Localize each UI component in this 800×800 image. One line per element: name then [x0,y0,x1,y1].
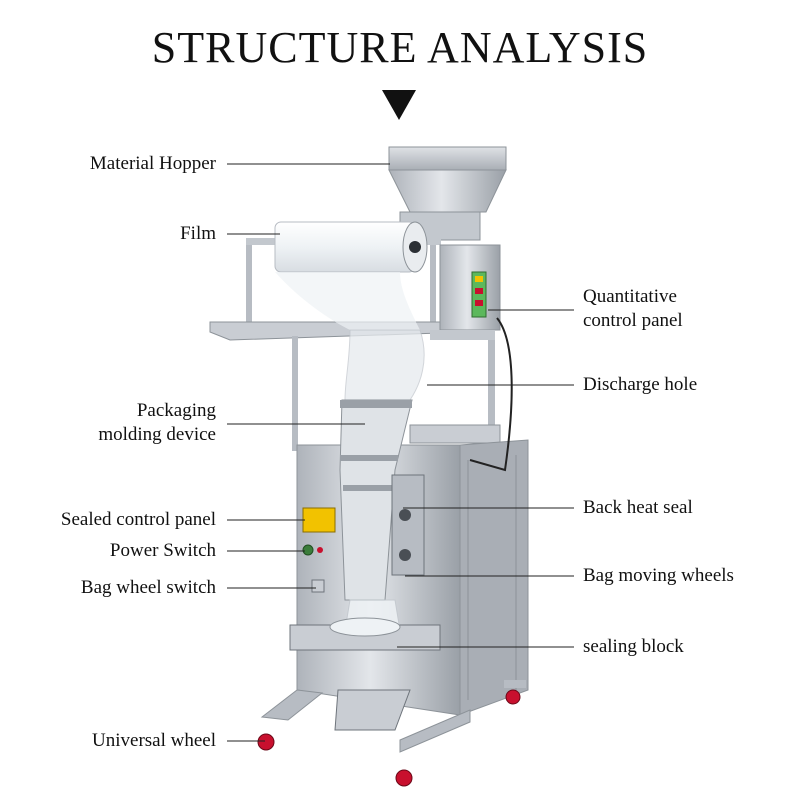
power-cable [469,317,513,472]
label-sealed-control-panel: Sealed control panel [60,509,216,530]
forming-tube [339,399,413,631]
quantitative-control-box [439,244,501,331]
leader-lines [227,163,574,742]
label-film: Film [180,223,216,244]
label-back-heat-seal: Back heat seal [583,497,693,518]
universal-wheel-shape [257,689,521,787]
discharge-chute [334,689,411,731]
sealing-block-shape [289,617,441,651]
back-heat-seal-unit [391,474,425,576]
label-packaging-molding-device-line1: Packaging [136,400,216,421]
label-packaging-molding-device-line2: molding device [98,424,216,445]
label-quantitative-control-panel-line1: Quantitative [583,286,677,307]
label-quantitative-control-panel: Quantitative control panel [583,285,683,333]
bag-wheel-switch-shape [311,579,325,593]
sealed-control-panel-shape [302,507,336,533]
label-sealing-block: sealing block [583,636,684,657]
label-bag-wheel-switch: Bag wheel switch [80,577,216,598]
middle-frame [292,330,501,451]
label-material-hopper: Material Hopper [89,153,216,174]
down-arrow-icon [382,90,416,120]
material-hopper-shape [388,146,507,241]
label-packaging-molding-device: Packaging molding device [98,399,216,447]
label-power-switch: Power Switch [109,540,216,561]
indicator-light [317,547,323,553]
label-quantitative-control-panel-line2: control panel [583,310,683,331]
label-bag-moving-wheels: Bag moving wheels [583,565,734,586]
power-switch-shape [302,544,314,556]
label-discharge-hole: Discharge hole [583,374,698,395]
base-legs [260,680,526,753]
label-universal-wheel: Universal wheel [92,730,216,751]
film-roll-shape [274,221,428,330]
page-title: STRUCTURE ANALYSIS [151,23,649,72]
